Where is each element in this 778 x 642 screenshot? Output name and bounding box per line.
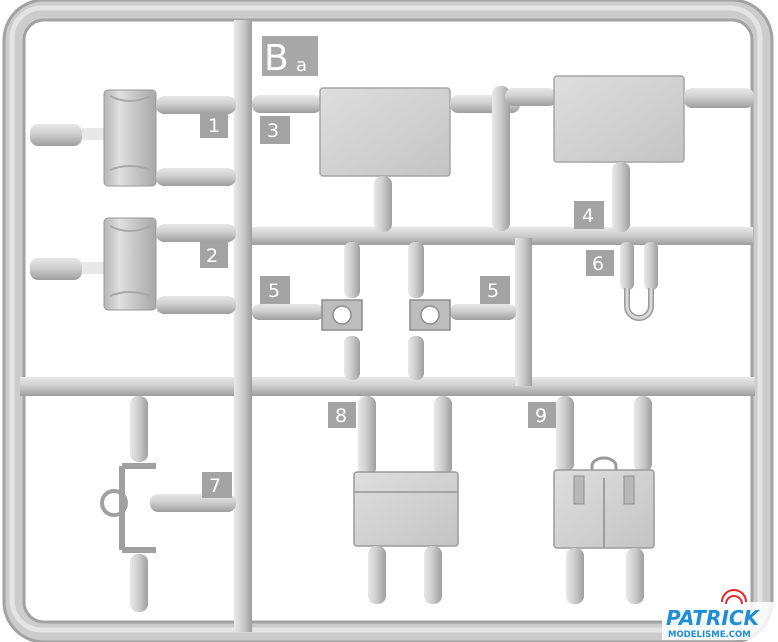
watermark-line1: PATRICK [666, 606, 761, 630]
part-6-loop [620, 242, 658, 321]
part-5-clip-left [252, 242, 363, 380]
part-number-1: 1 [208, 115, 220, 137]
signal-arc-icon [721, 589, 747, 603]
part-5-clip-right [408, 242, 516, 380]
part-number-4: 4 [582, 205, 594, 227]
part-2-pouch [30, 217, 236, 314]
runner-vertical-middle [515, 238, 532, 386]
part-number-box [260, 276, 290, 304]
part-number-6: 6 [592, 253, 604, 275]
part-number-box [574, 201, 604, 229]
part-number-labels: 1 2 3 4 5 5 6 7 8 9 [200, 112, 614, 498]
part-8-bag [353, 396, 459, 604]
signal-arc-icon [725, 595, 743, 605]
sheet-letter: B [264, 38, 289, 79]
runner-vertical-left [234, 20, 252, 632]
part-number-2: 2 [206, 245, 218, 267]
part-number-box [200, 112, 228, 138]
part-4-panel [505, 75, 754, 232]
part-number-9: 9 [535, 405, 547, 427]
part-1-pouch [30, 89, 236, 187]
watermark-line2: MODELISME.COM [668, 630, 751, 640]
part-number-box [260, 116, 290, 144]
part-7-fitting [100, 396, 236, 612]
part-number-box [328, 402, 356, 428]
watermark-logo: PATRICK MODELISME.COM [662, 589, 774, 640]
sheet-suffix: a [296, 55, 307, 76]
part-number-box [202, 472, 232, 498]
part-number-5-left: 5 [268, 280, 280, 302]
runner-horizontal-lower [20, 377, 755, 396]
runners [20, 20, 755, 632]
part-number-box [586, 250, 614, 276]
part-number-box [480, 276, 510, 304]
part-number-8: 8 [335, 405, 347, 427]
part-number-5-right: 5 [487, 280, 499, 302]
runner-horizontal-upper [246, 227, 753, 245]
part-number-7: 7 [209, 475, 221, 497]
part-9-bag [553, 396, 655, 604]
part-number-3: 3 [267, 120, 279, 142]
part-number-box [528, 402, 556, 428]
sheet-label: B a [262, 36, 318, 79]
part-3-panel [252, 86, 520, 232]
part-number-box [200, 242, 228, 268]
